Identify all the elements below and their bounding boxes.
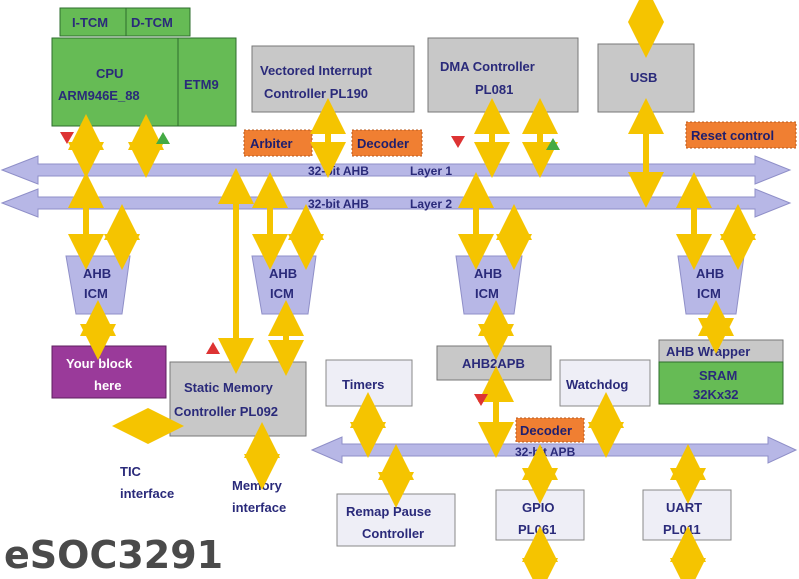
cpu-label: CPU (96, 66, 123, 81)
icm-4-label-1: AHB (696, 266, 724, 281)
ahb2apb-label: AHB2APB (462, 356, 525, 371)
cpu-block (51, 37, 179, 127)
your-block-label-1: Your block (66, 356, 133, 371)
icm-4 (677, 255, 745, 315)
icm-3 (455, 255, 523, 315)
ahb-wrapper-label: AHB Wrapper (666, 344, 750, 359)
gpio-label-1: GPIO (522, 500, 555, 515)
reset-control-block (685, 121, 797, 149)
ahb-decoder-block (351, 129, 423, 157)
arbiter-label: Arbiter (250, 136, 293, 151)
gpio-label-2: PL061 (518, 522, 556, 537)
ahb-layer1-bus (0, 155, 792, 185)
remap-label-1: Remap Pause (346, 504, 431, 519)
dma-label-2: PL081 (475, 82, 513, 97)
vic-block (251, 45, 415, 113)
etm-block (177, 37, 237, 127)
dma-block (427, 37, 579, 113)
apb-bus-label: 32-bit APB (515, 445, 576, 459)
icm-1-label-2: ICM (84, 286, 108, 301)
green-triangle-marker (156, 132, 170, 144)
red-triangle-marker (451, 136, 465, 148)
memory-interface-label-2: interface (232, 500, 286, 515)
uart-label-2: PL011 (663, 522, 701, 537)
remap-label-2: Controller (362, 526, 424, 541)
vic-label-1: Vectored Interrupt (260, 63, 373, 78)
icm-1-label-1: AHB (83, 266, 111, 281)
icm-2-label-1: AHB (269, 266, 297, 281)
apb-decoder-label: Decoder (520, 423, 572, 438)
usb-label: USB (630, 70, 657, 85)
itcm-label: I-TCM (72, 15, 108, 30)
red-triangle-marker (206, 342, 220, 354)
smc-label-2: Controller PL092 (174, 404, 278, 419)
dtcm-label: D-TCM (131, 15, 173, 30)
etm-label: ETM9 (184, 77, 219, 92)
tic-interface-label-2: interface (120, 486, 174, 501)
itcm-block (59, 7, 127, 37)
icm-4-label-2: ICM (697, 286, 721, 301)
icm-2 (251, 255, 317, 315)
watchdog-label: Watchdog (566, 377, 628, 392)
red-triangle-marker (474, 394, 488, 406)
sram-label-1: SRAM (699, 368, 737, 383)
sram-label-2: 32Kx32 (693, 387, 739, 402)
icm-1 (65, 255, 131, 315)
ahb-layer2-name: 32-bit AHB (308, 197, 369, 211)
chip-name: eSOC3291 (4, 533, 223, 577)
smc-label-1: Static Memory (184, 380, 274, 395)
icm-2-label-2: ICM (270, 286, 294, 301)
ahb-layer1-name: 32-bit AHB (308, 164, 369, 178)
apb-decoder-block (515, 417, 585, 443)
dma-label-1: DMA Controller (440, 59, 535, 74)
sram-block (658, 361, 784, 405)
green-triangle-marker (546, 138, 560, 150)
tic-interface-label-1: TIC (120, 464, 142, 479)
ahb-layer1-label: Layer 1 (410, 164, 452, 178)
ahb-layer2-bus (0, 188, 792, 218)
icm-3-label-1: AHB (474, 266, 502, 281)
reset-control-label: Reset control (691, 128, 774, 143)
your-block-label-2: here (94, 378, 121, 393)
ahb-decoder-label: Decoder (357, 136, 409, 151)
vic-label-2: Controller PL190 (264, 86, 368, 101)
cpu-model: ARM946E_88 (58, 88, 140, 103)
smc-block (169, 361, 307, 437)
timers-label: Timers (342, 377, 384, 392)
connection-arrows (68, 0, 756, 579)
ahb-layer2-label: Layer 2 (410, 197, 452, 211)
dtcm-block (125, 7, 191, 37)
red-triangle-marker (60, 132, 74, 144)
uart-label-1: UART (666, 500, 702, 515)
memory-interface-label-1: Memory (232, 478, 283, 493)
icm-3-label-2: ICM (475, 286, 499, 301)
